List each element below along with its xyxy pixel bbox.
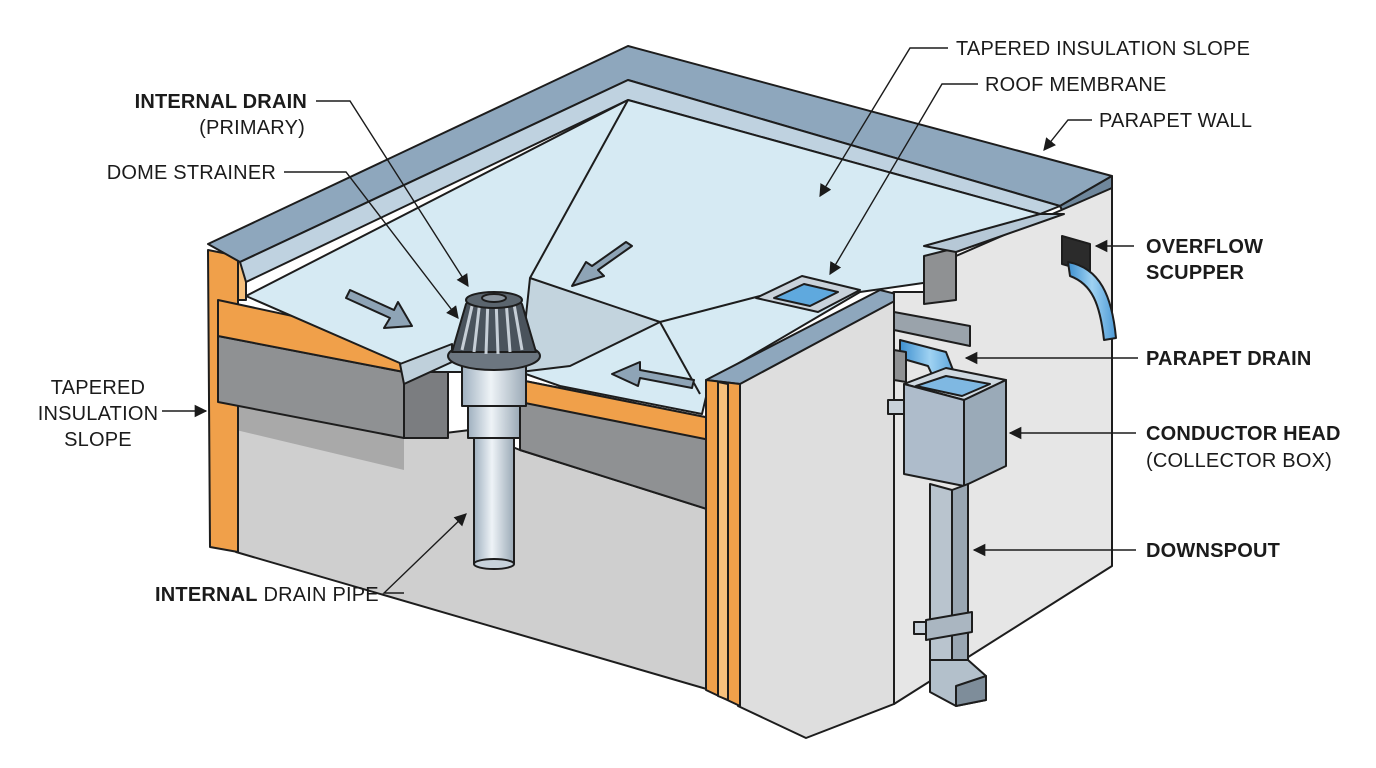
flow-arrows bbox=[345, 241, 695, 389]
leader-dome-strainer bbox=[284, 171, 459, 319]
label-tapered-insulation-slope-top: TAPERED INSULATION SLOPE bbox=[956, 38, 1250, 60]
leader-tapered-top bbox=[819, 47, 948, 198]
label-conductor-head: CONDUCTOR HEAD bbox=[1146, 423, 1341, 445]
labels: TAPERED INSULATION SLOPE ROOF MEMBRANE P… bbox=[38, 38, 1341, 606]
flow-arrow-left bbox=[345, 289, 413, 329]
leader-parapet-wall bbox=[1043, 119, 1092, 151]
label-overflow-scupper-1: OVERFLOW bbox=[1146, 236, 1263, 258]
label-tapered-left-2: INSULATION bbox=[38, 403, 159, 425]
dome-strainer bbox=[447, 291, 541, 371]
label-internal-drain-pipe: INTERNAL DRAIN PIPE bbox=[155, 584, 379, 606]
leader-roof-membrane bbox=[829, 83, 978, 276]
label-internal-drain-pipe-rest: DRAIN PIPE bbox=[258, 584, 379, 606]
parapet-drain bbox=[755, 275, 971, 393]
label-internal-drain-pipe-bold: INTERNAL bbox=[155, 584, 258, 606]
leader-internal-pipe bbox=[382, 513, 467, 594]
label-conductor-head-sub: (COLLECTOR BOX) bbox=[1146, 450, 1332, 472]
parapet-wall-front bbox=[705, 289, 905, 739]
overflow-scupper bbox=[1061, 235, 1117, 341]
label-internal-drain-sub: (PRIMARY) bbox=[199, 117, 305, 139]
label-roof-membrane: ROOF MEMBRANE bbox=[985, 74, 1167, 96]
label-dome-strainer: DOME STRAINER bbox=[107, 162, 276, 184]
conductor-head bbox=[887, 367, 1007, 487]
roof-membrane-field bbox=[245, 99, 1041, 415]
internal-drain-pipe bbox=[461, 361, 527, 570]
flow-arrow-right bbox=[611, 361, 695, 389]
downspout bbox=[913, 483, 987, 707]
label-overflow-scupper-2: SCUPPER bbox=[1146, 262, 1244, 284]
label-tapered-left-1: TAPERED bbox=[51, 377, 145, 399]
leader-lines bbox=[162, 47, 1138, 594]
label-internal-drain: INTERNAL DRAIN bbox=[135, 91, 307, 113]
flow-arrow-top bbox=[571, 241, 633, 287]
label-parapet-drain: PARAPET DRAIN bbox=[1146, 348, 1312, 370]
label-parapet-wall: PARAPET WALL bbox=[1099, 110, 1252, 132]
label-downspout: DOWNSPOUT bbox=[1146, 540, 1280, 562]
leader-internal-drain bbox=[316, 100, 469, 288]
label-tapered-left-3: SLOPE bbox=[64, 429, 132, 451]
